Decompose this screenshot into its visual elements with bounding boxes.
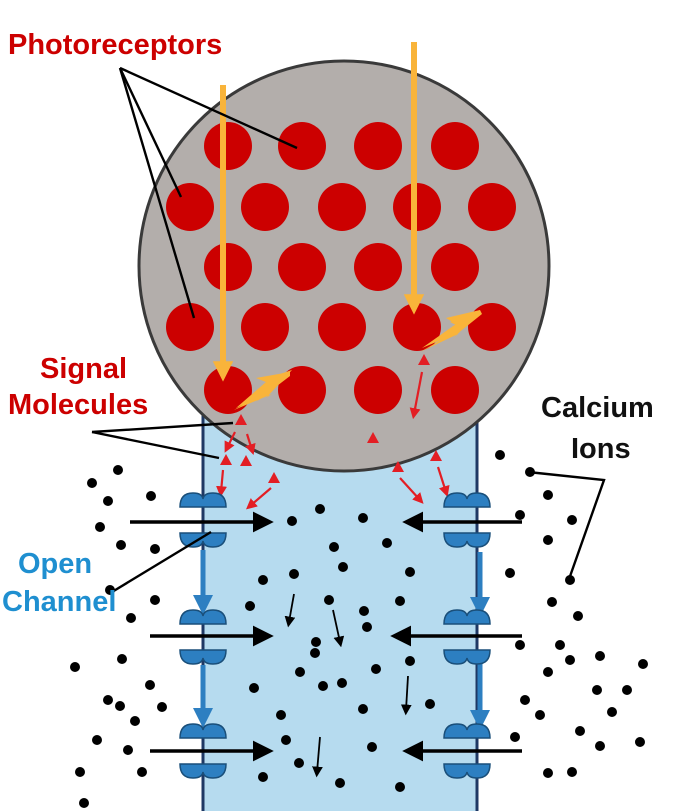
label-photoreceptors: Photoreceptors <box>8 29 222 61</box>
label-ions: Ions <box>571 433 631 465</box>
membrane-down-arrows <box>193 550 490 730</box>
signal-leaders <box>91 421 234 460</box>
label-channel: Channel <box>2 586 116 618</box>
lightning-bolt-left-2 <box>234 370 292 410</box>
label-signal: Signal <box>40 353 127 385</box>
photoreceptor-leaders <box>118 66 298 319</box>
calcium-leaders <box>527 470 606 583</box>
label-open: Open <box>18 548 92 580</box>
open-channel-leader <box>111 530 212 594</box>
lightning-bolt-right-2 <box>420 310 480 352</box>
signal-arrows <box>216 371 450 510</box>
label-molecules: Molecules <box>8 389 148 421</box>
diffusion-arrows <box>284 593 412 778</box>
photoreceptor-disc <box>137 59 551 473</box>
photoreceptor-dots <box>166 122 516 414</box>
signal-molecules <box>220 354 442 483</box>
label-calcium: Calcium <box>541 392 654 424</box>
calcium-inflow-arrows <box>130 511 522 762</box>
